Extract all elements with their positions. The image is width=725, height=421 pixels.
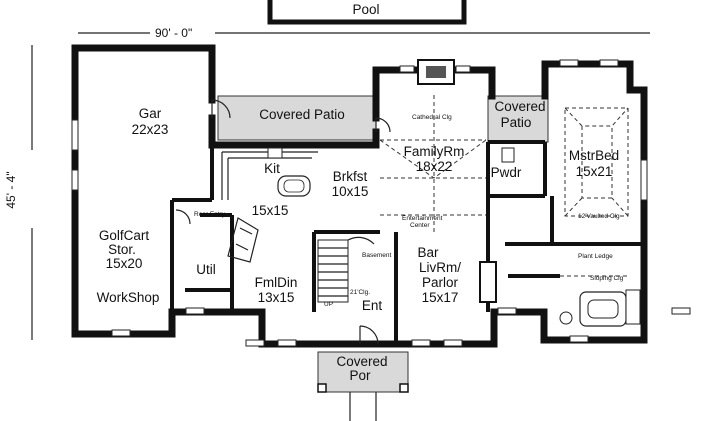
covered-patio-label: Covered Patio [259, 107, 345, 122]
sloping-ceiling-label: Sloping Clg [590, 275, 624, 282]
bath-fixtures [501, 147, 641, 327]
dining-size: 13x15 [258, 290, 295, 305]
bar-label: Bar [417, 245, 439, 260]
entry-label: Ent [362, 298, 383, 313]
utility-label: Util [196, 262, 216, 277]
cathedral-ceiling-label: Cathedral Clg [412, 114, 452, 121]
covered-patio-area [217, 95, 377, 141]
covered-patio-right-line2: Patio [501, 115, 532, 130]
master-bed-size: 15x21 [576, 164, 613, 179]
pool-label: Pool [352, 2, 379, 17]
breakfast-name: Brkfst [333, 169, 368, 184]
windows [71, 59, 691, 347]
dimension-width: 90' - 0" [78, 26, 650, 40]
covered-patio-right-line1: Covered [494, 99, 545, 114]
golfcart-line1: GolfCart [99, 228, 150, 243]
family-room-name: FamilyRm [404, 144, 465, 159]
golfcart-line2: Stor. [108, 242, 136, 257]
doors [175, 99, 391, 345]
ceiling-lines [379, 95, 630, 277]
covered-porch-line1: Covered [336, 354, 387, 369]
entertainment-line1: Entertainment [402, 215, 443, 222]
ceiling-21-label: 21'Clg. [350, 289, 370, 296]
stairs [317, 236, 375, 303]
living-room-line1: LivRm/ [419, 260, 461, 275]
stairs-up-label: UP [324, 301, 333, 308]
garage-name: Gar [139, 106, 162, 121]
depth-dimension-label: 45' - 4" [4, 171, 18, 208]
pool-area: Pool [267, 0, 467, 25]
porch-posts [317, 383, 409, 421]
plant-ledge-label: Plant Ledge [578, 253, 613, 260]
kitchen-size: 15x15 [252, 203, 289, 218]
kitchen-fixtures [221, 147, 318, 263]
powder-room-label: Pwdr [491, 165, 522, 180]
covered-porch-line2: Por [349, 368, 371, 383]
fireplace [417, 59, 497, 303]
living-room-size: 15x17 [422, 290, 459, 305]
garage-size: 22x23 [132, 122, 169, 137]
covered-porch-area [317, 351, 409, 393]
golfcart-size: 15x20 [106, 256, 143, 271]
entertainment-line2: Center [410, 222, 430, 229]
interior-walls [170, 140, 644, 344]
dining-name: FmlDin [255, 275, 298, 290]
vaulted-ceiling-label: 12'Vaulted Clg [578, 213, 620, 220]
living-room-line2: Parlor [422, 275, 459, 290]
room-labels: Gar 22x23 Covered Patio Cathedral Clg Fa… [97, 99, 624, 383]
breakfast-size: 10x15 [332, 184, 369, 199]
width-dimension-label: 90' - 0" [155, 26, 192, 40]
master-bed-name: MstrBed [569, 148, 619, 163]
kitchen-name: Kit [264, 161, 280, 176]
dimension-depth: 45' - 4" [4, 45, 33, 340]
workshop-label: WorkShop [97, 290, 160, 305]
family-room-size: 18x22 [416, 159, 453, 174]
basement-label: Basement [362, 252, 391, 259]
rear-entry-label: Rear Entry [194, 211, 226, 218]
